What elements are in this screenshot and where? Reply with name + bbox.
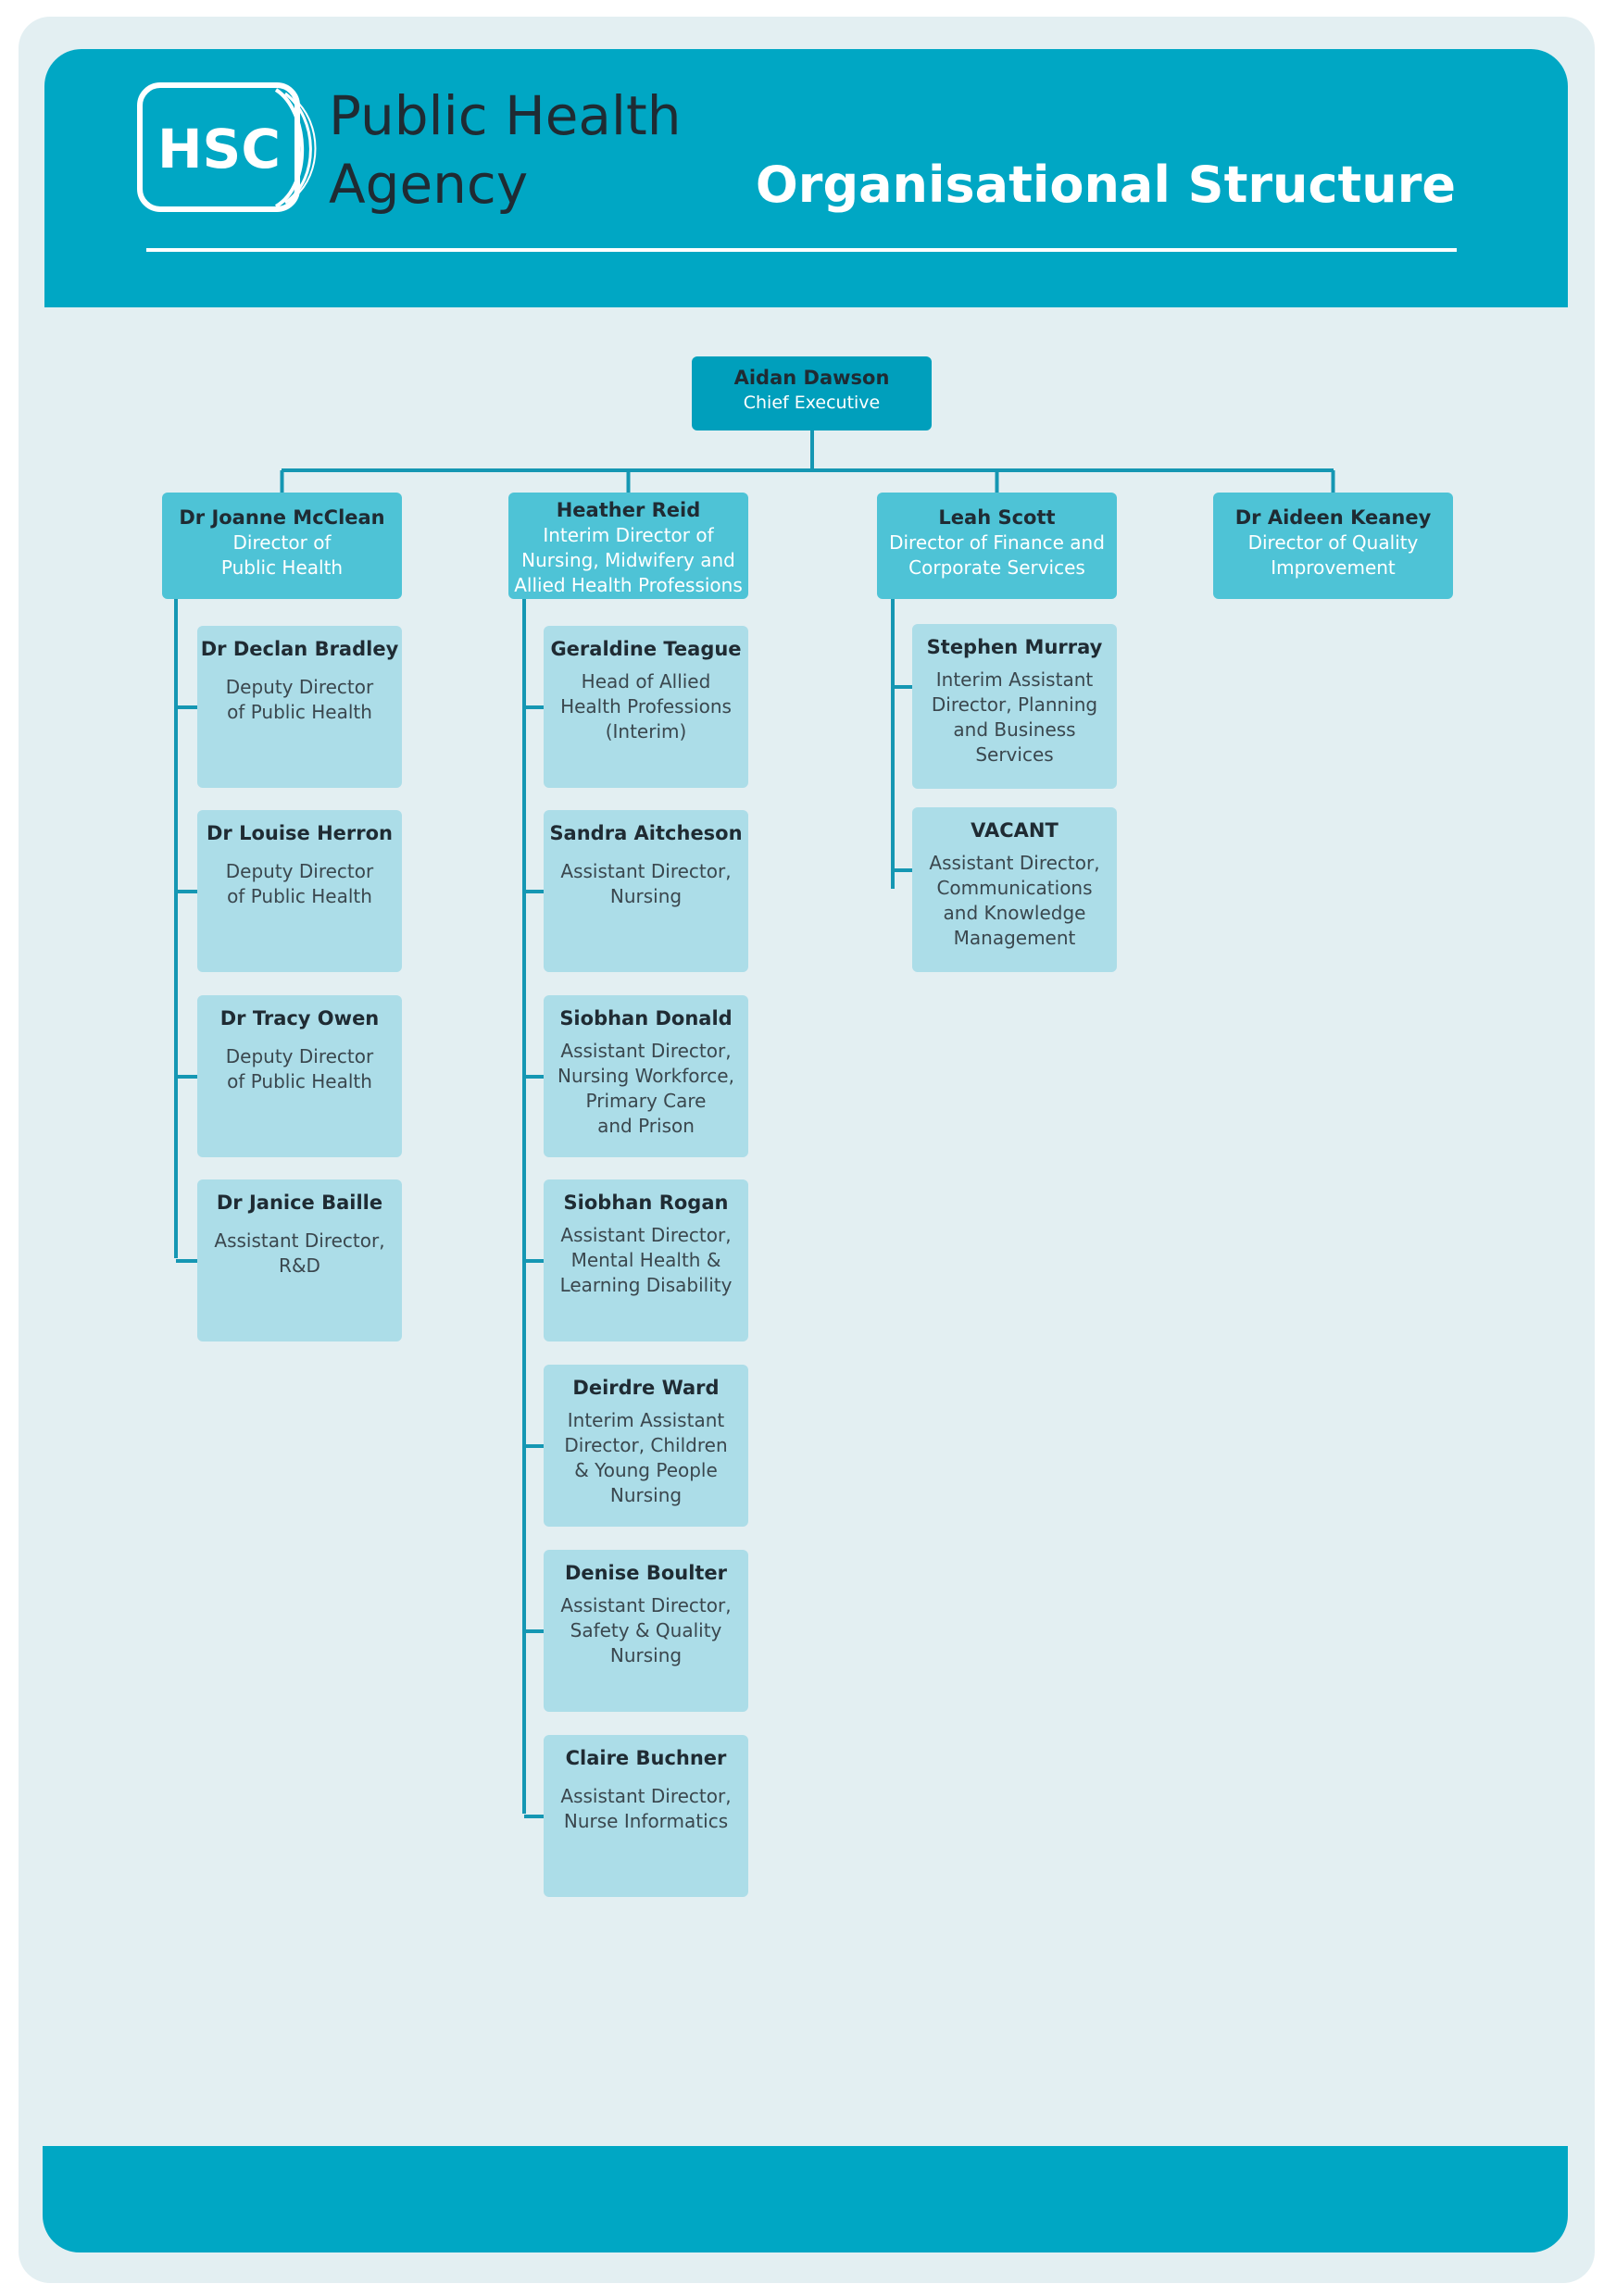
hsc-logo: HSC	[137, 82, 317, 212]
role-line: Interim Director of	[543, 524, 714, 546]
person-name: Dr Declan Bradley	[200, 638, 399, 660]
role-line: of Public Health	[227, 885, 372, 907]
role-line: Deputy Director	[225, 1045, 374, 1067]
role-line: Public Health	[220, 556, 344, 579]
role-line: Assistant Director,	[560, 860, 732, 882]
person-name: Dr Janice Baille	[216, 1192, 383, 1214]
person-name: Siobhan Rogan	[563, 1192, 729, 1214]
role-line: Deputy Director	[225, 860, 374, 882]
person-name: VACANT	[971, 819, 1059, 842]
role-line: Learning Disability	[559, 1274, 733, 1296]
agency-name-line2: Agency	[329, 153, 529, 216]
person-name: Dr Tracy Owen	[219, 1007, 380, 1029]
role-line: Deputy Director	[225, 676, 374, 698]
person-name: Leah Scott	[938, 506, 1056, 529]
role-line: (Interim)	[605, 720, 687, 742]
role-line: Allied Health Professions	[514, 574, 743, 596]
role-line: and Knowledge	[943, 902, 1086, 924]
header-divider	[146, 248, 1457, 252]
page-title: Organisational Structure	[755, 156, 1456, 214]
person-name: Dr Aideen Keaney	[1234, 506, 1432, 529]
person-name: Dr Louise Herron	[206, 822, 394, 844]
person-name: Denise Boulter	[564, 1562, 728, 1584]
role-line: Assistant Director,	[560, 1785, 732, 1807]
role-line: Director, Planning	[931, 693, 1098, 716]
role-line: Interim Assistant	[935, 668, 1094, 691]
role-line: & Young People	[574, 1459, 718, 1481]
role-line: Nursing	[609, 1484, 683, 1506]
agency-name: Public Health Agency	[329, 81, 682, 218]
person-name: Aidan Dawson	[733, 367, 890, 389]
role-line: Director of Quality	[1247, 531, 1419, 554]
person-name: Heather Reid	[556, 499, 701, 521]
person-name: Stephen Murray	[926, 636, 1103, 658]
person-name: Siobhan Donald	[559, 1007, 733, 1029]
person-name: Geraldine Teague	[550, 638, 742, 660]
role-line: Safety & Quality	[570, 1619, 722, 1641]
role-line: Head of Allied	[581, 670, 711, 693]
footer-banner	[43, 2146, 1568, 2252]
role-line: Nursing	[609, 1644, 683, 1666]
role-line: Primary Care	[585, 1090, 707, 1112]
role-line: Nursing Workforce,	[557, 1065, 734, 1087]
role-line: Chief Executive	[743, 393, 881, 413]
person-name: Deirdre Ward	[572, 1377, 720, 1399]
staff-box: VACANT Assistant Director, Communications a…	[912, 807, 1117, 972]
person-name: Claire Buchner	[565, 1747, 727, 1769]
agency-name-line1: Public Health	[329, 84, 682, 147]
role-line: Assistant Director,	[929, 852, 1100, 874]
role-line: Mental Health &	[570, 1249, 721, 1271]
role-line: Director of	[232, 531, 332, 554]
role-line: Assistant Director,	[560, 1040, 732, 1062]
role-line: Director of Finance and	[889, 531, 1105, 554]
role-line: of Public Health	[227, 1070, 372, 1092]
role-line: and Business	[953, 718, 1076, 741]
role-line: Assistant Director,	[560, 1594, 732, 1616]
role-line: Services	[975, 743, 1054, 766]
role-line: R&D	[279, 1254, 320, 1277]
role-line: Improvement	[1271, 556, 1396, 579]
role-line: Director, Children	[564, 1434, 728, 1456]
role-line: Interim Assistant	[567, 1409, 725, 1431]
role-line: Communications	[936, 877, 1093, 899]
role-line: Health Professions	[560, 695, 732, 718]
role-line: Management	[953, 927, 1076, 949]
logo-text: HSC	[157, 118, 281, 181]
role-line: Corporate Services	[908, 556, 1085, 579]
role-line: Nursing	[609, 885, 683, 907]
role-line: Nursing, Midwifery and	[521, 549, 735, 571]
person-name: Dr Joanne McClean	[179, 506, 385, 529]
role-line: Nurse Informatics	[563, 1810, 729, 1832]
role-line: Assistant Director,	[214, 1229, 385, 1252]
role-line: and Prison	[597, 1115, 695, 1137]
role-line: of Public Health	[227, 701, 372, 723]
person-name: Sandra Aitcheson	[549, 822, 743, 844]
role-line: Assistant Director,	[560, 1224, 732, 1246]
